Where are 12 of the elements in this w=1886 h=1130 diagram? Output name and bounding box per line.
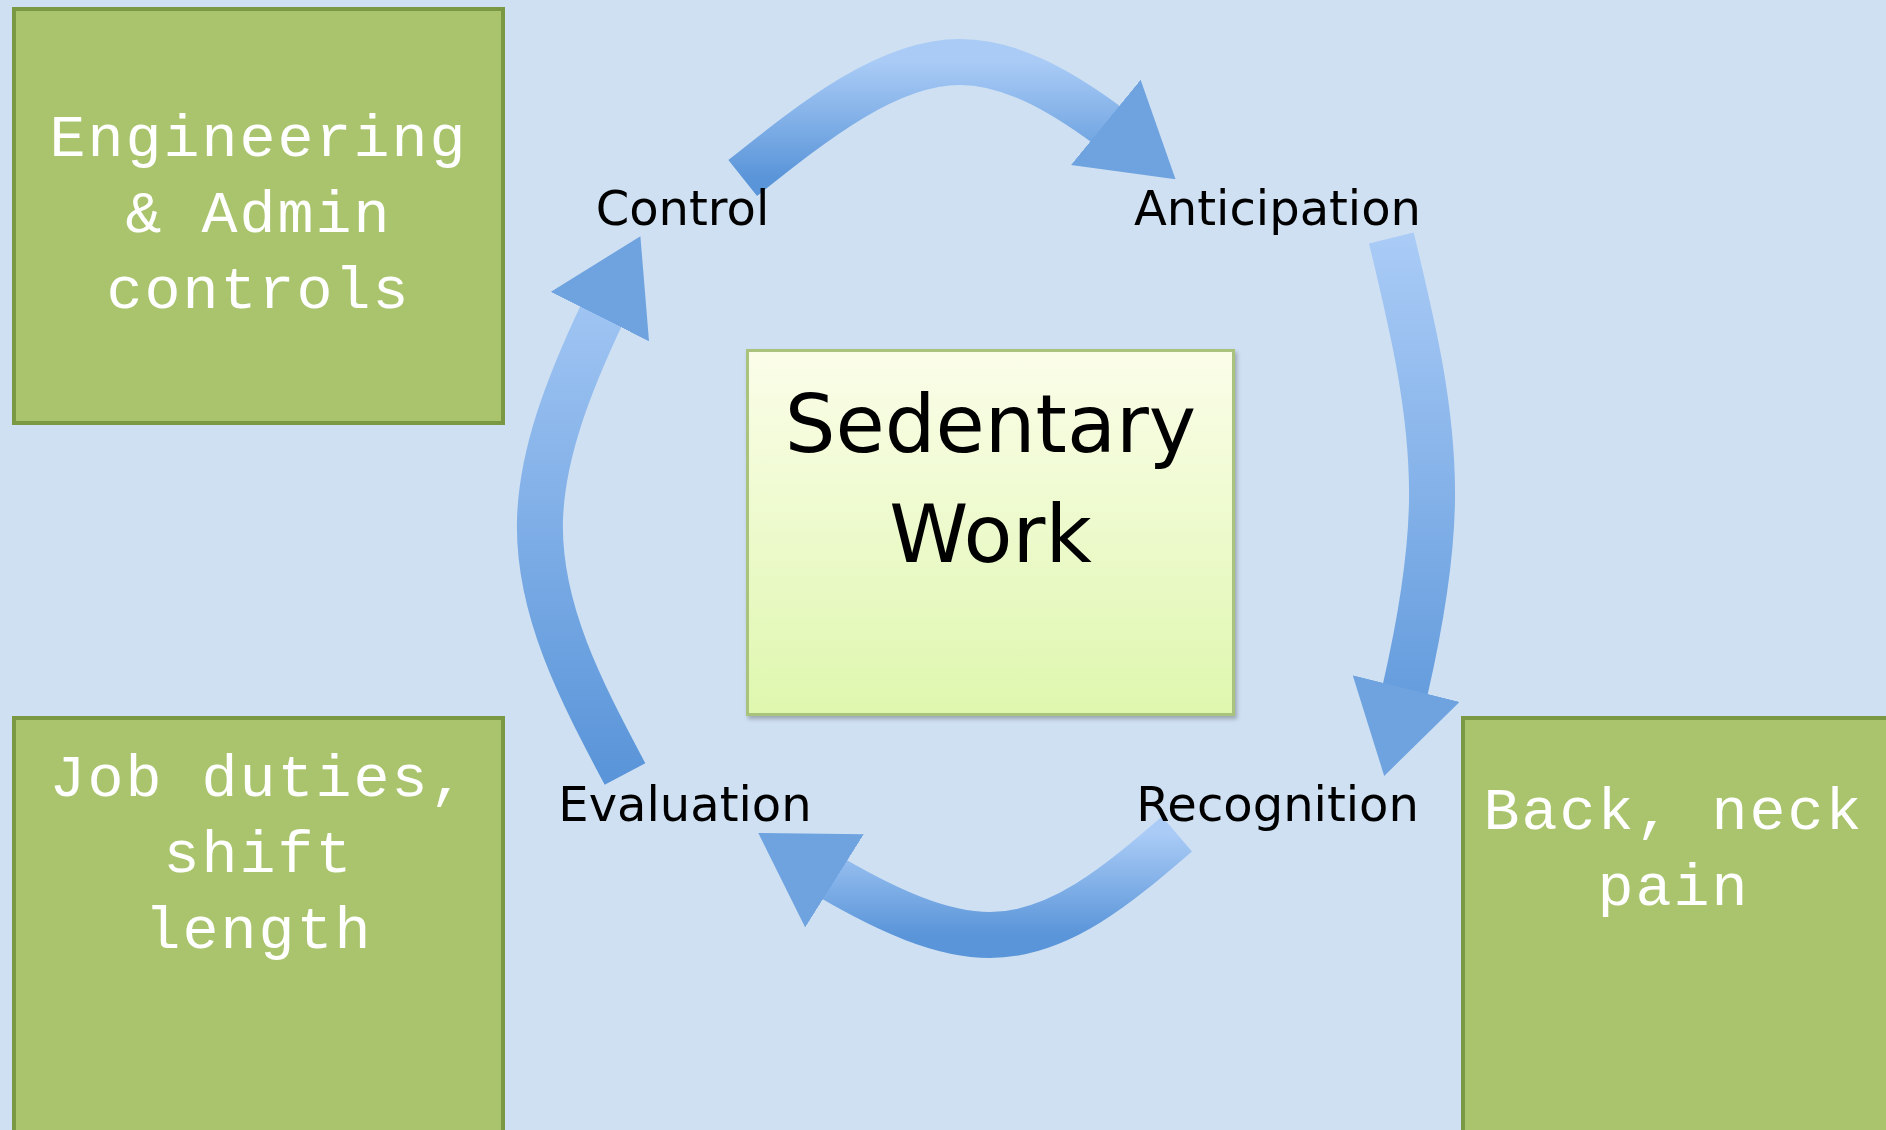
box-text: Job duties, shift length <box>48 745 469 968</box>
box-text: Engineering & Admin controls <box>48 105 469 328</box>
process-box <box>12 716 505 1130</box>
process-box <box>1461 716 1886 1130</box>
stage-label: Recognition <box>1110 774 1445 834</box>
center-text: Sedentary Work <box>783 377 1198 583</box>
stage-label: Anticipation <box>1105 178 1450 238</box>
stage-label: Evaluation <box>535 774 835 834</box>
center-box <box>746 349 1235 716</box>
stage-label: Control <box>575 178 790 238</box>
box-text: Back, neck pain <box>1482 778 1865 925</box>
process-box <box>12 7 505 425</box>
